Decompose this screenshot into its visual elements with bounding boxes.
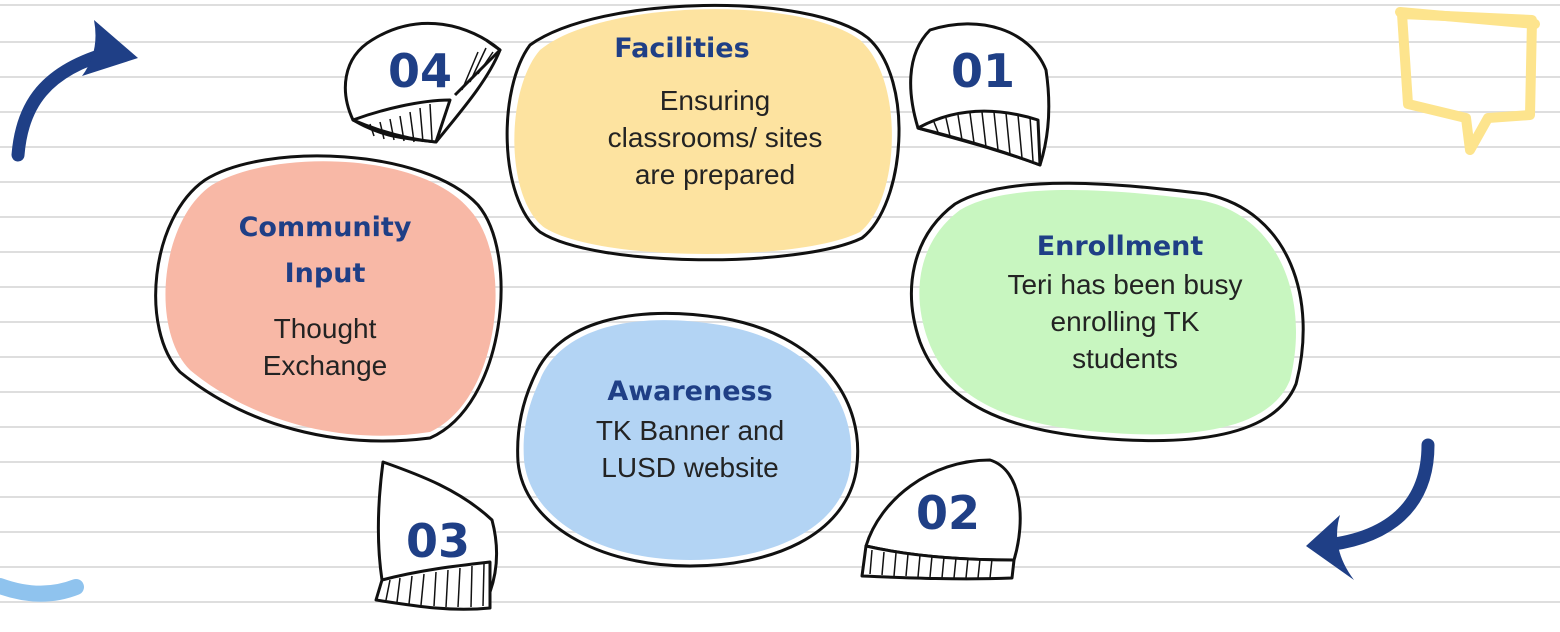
step-description: Teri has been busy enrolling TK students [1007, 269, 1243, 374]
step-title: Enrollment [1036, 231, 1204, 262]
step-description: Ensuring classrooms/ sites are prepared [607, 85, 823, 190]
step-description: TK Banner and LUSD website [595, 415, 785, 483]
curved-arrow-icon [1306, 438, 1435, 580]
blob-fill [165, 161, 496, 436]
step-tag-04 [343, 21, 502, 144]
blob-facilities [505, 3, 901, 262]
curved-arrow-icon [11, 20, 138, 162]
step-description: Thought Exchange [262, 313, 388, 381]
blob-fill [919, 190, 1296, 435]
blob-fill [523, 320, 852, 560]
speech-bubble-icon [1395, 7, 1540, 155]
brush-stroke-icon [0, 578, 84, 602]
blob-awareness [516, 312, 860, 568]
step-tag-02 [860, 458, 1022, 581]
step-tag-03 [374, 460, 498, 611]
step-number: 01 [950, 44, 1015, 98]
step-number: 02 [915, 486, 980, 540]
step-number: 03 [405, 514, 470, 568]
step-title: Facilities [614, 33, 750, 64]
blob-community-input [154, 154, 503, 443]
blob-enrollment [909, 181, 1305, 443]
step-tag-01 [909, 22, 1051, 167]
step-title: Awareness [607, 376, 773, 407]
blob-fill [514, 9, 892, 255]
step-number: 04 [387, 44, 452, 98]
step-title: Community Input [238, 212, 412, 289]
